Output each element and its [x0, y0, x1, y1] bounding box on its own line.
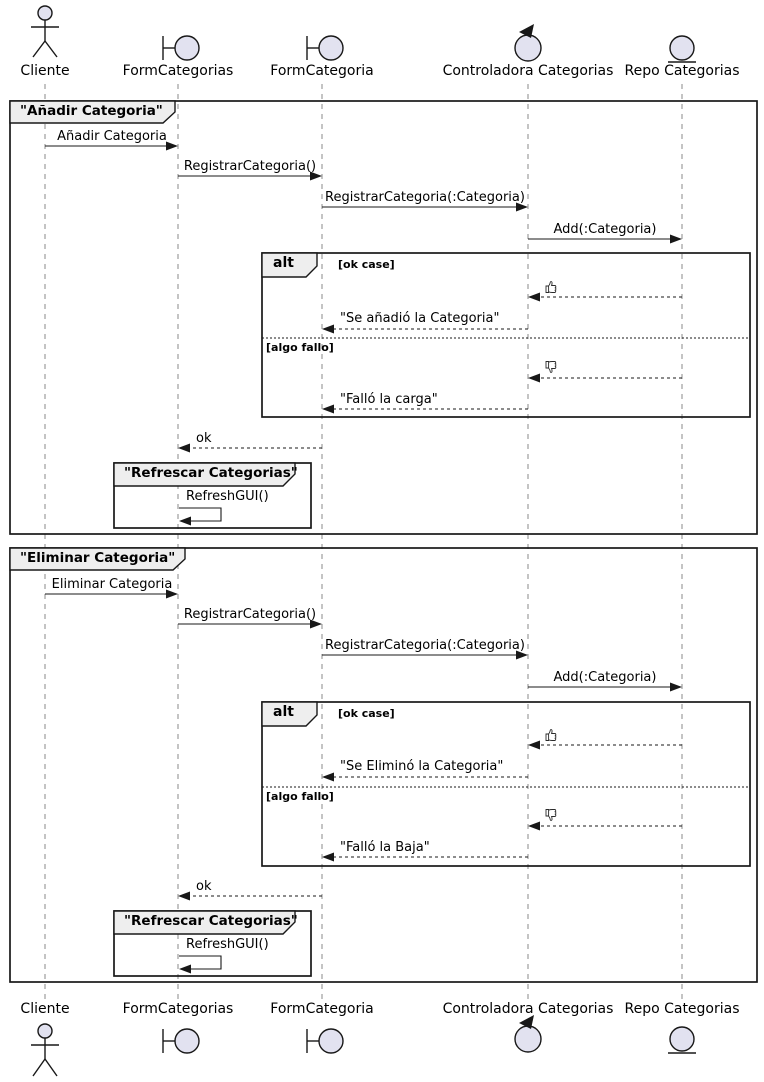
thumbs-up-icon	[545, 281, 557, 293]
message-arrow	[45, 589, 178, 599]
return-arrow	[178, 891, 322, 901]
return-arrow	[528, 821, 682, 831]
message-arrow	[528, 234, 682, 244]
alt-operator-tab	[261, 252, 318, 278]
message-arrow	[178, 619, 322, 629]
return-arrows-frame2	[178, 740, 682, 901]
frame-title: "Añadir Categoria"	[20, 103, 163, 119]
thumbs-up-icon	[545, 729, 557, 741]
alt-guard-label: [algo fallo]	[266, 341, 334, 354]
return-arrow	[322, 772, 528, 782]
message-label: "Se añadió la Categoria"	[340, 311, 500, 326]
alt-operator-tab	[261, 701, 318, 727]
return-arrow	[528, 292, 682, 302]
participant-label-controladora: Controladora Categorias	[442, 1001, 614, 1017]
frame-title-tab	[9, 100, 176, 124]
frame-anadir-categoria	[9, 100, 758, 535]
alt-fragment	[261, 701, 751, 867]
frame-title: "Refrescar Categorias"	[124, 913, 298, 929]
return-arrow	[178, 443, 322, 453]
message-label: RegistrarCategoria(:Categoria)	[325, 638, 525, 653]
frame-title: "Eliminar Categoria"	[20, 550, 176, 566]
message-arrows-frame1	[45, 141, 682, 244]
participant-label-formcategorias: FormCategorias	[122, 63, 234, 79]
lifelines	[44, 84, 683, 1000]
frame-title-tab	[9, 547, 186, 571]
message-arrow	[322, 650, 528, 660]
alt-guard-label: [ok case]	[338, 258, 395, 271]
thumbs-down-icon	[545, 361, 557, 373]
self-message-arrow	[179, 955, 222, 974]
return-arrow	[322, 404, 528, 414]
participant-label-formcategoria: FormCategoria	[270, 63, 374, 79]
boundary-icon	[306, 35, 344, 61]
thumbs-down-icon	[545, 809, 557, 821]
message-label: RefreshGUI()	[186, 937, 269, 952]
message-label: Add(:Categoria)	[553, 670, 657, 685]
boundary-icon	[162, 35, 200, 61]
message-label: RefreshGUI()	[186, 489, 269, 504]
frame-refrescar-categorias	[113, 910, 312, 977]
boundary-icon	[162, 1028, 200, 1054]
message-label: "Falló la carga"	[340, 392, 438, 407]
actor-icon	[31, 5, 59, 58]
message-label: "Se Eliminó la Categoria"	[340, 759, 504, 774]
message-label: "Falló la Baja"	[340, 840, 430, 855]
alt-operator-label: alt	[273, 704, 294, 720]
alt-operator-label: alt	[273, 255, 294, 271]
message-arrow	[528, 682, 682, 692]
self-message-arrow	[179, 507, 222, 526]
message-label: ok	[196, 879, 212, 894]
participant-label-cliente: Cliente	[20, 1001, 70, 1017]
message-label: ok	[196, 431, 212, 446]
entity-icon	[668, 1026, 696, 1054]
frame-eliminar-categoria	[9, 547, 758, 983]
frame-title-tab	[113, 910, 296, 935]
message-arrow	[45, 141, 178, 151]
alt-guard-label: [algo fallo]	[266, 790, 334, 803]
return-arrow	[528, 740, 682, 750]
message-label: RegistrarCategoria()	[183, 607, 317, 622]
participant-label-formcategoria: FormCategoria	[270, 1001, 374, 1017]
frame-title-tab	[113, 462, 296, 487]
message-label: Añadir Categoria	[57, 129, 167, 144]
frame-title: "Refrescar Categorias"	[124, 465, 298, 481]
participant-label-repo: Repo Categorias	[624, 1001, 740, 1017]
participant-label-repo: Repo Categorias	[624, 63, 740, 79]
alt-fragment	[261, 252, 751, 418]
message-label: RegistrarCategoria()	[183, 159, 317, 174]
return-arrow	[528, 373, 682, 383]
message-arrows-frame2	[45, 589, 682, 692]
participant-label-formcategorias: FormCategorias	[122, 1001, 234, 1017]
message-arrow	[322, 202, 528, 212]
return-arrow	[322, 324, 528, 334]
participant-label-cliente: Cliente	[20, 63, 70, 79]
control-icon	[514, 24, 542, 62]
return-arrows-frame1	[178, 292, 682, 453]
message-arrow	[178, 171, 322, 181]
entity-icon	[668, 35, 696, 63]
message-label: RegistrarCategoria(:Categoria)	[325, 190, 525, 205]
participant-label-controladora: Controladora Categorias	[442, 63, 614, 79]
boundary-icon	[306, 1028, 344, 1054]
control-icon	[514, 1015, 542, 1053]
alt-guard-label: [ok case]	[338, 707, 395, 720]
message-label: Add(:Categoria)	[553, 222, 657, 237]
actor-icon	[31, 1023, 59, 1077]
frame-refrescar-categorias	[113, 462, 312, 529]
return-arrow	[322, 852, 528, 862]
message-label: Eliminar Categoria	[51, 577, 173, 592]
